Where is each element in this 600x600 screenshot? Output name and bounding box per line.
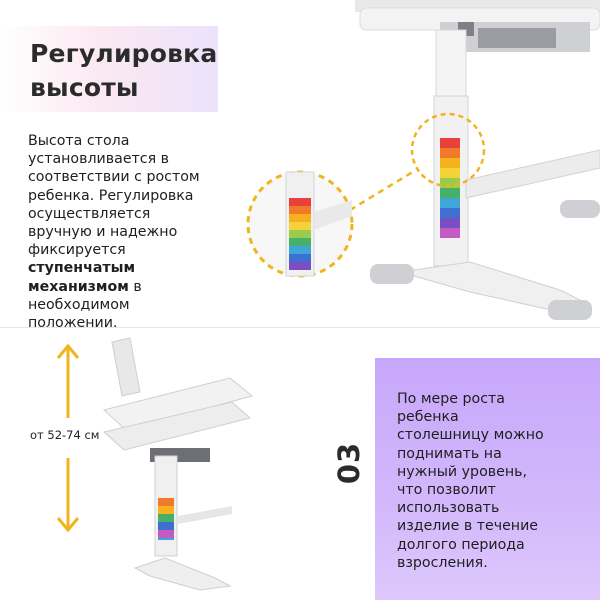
desc-line-2: установливается в bbox=[28, 151, 170, 168]
height-arrow bbox=[56, 343, 80, 533]
height-range-label: от 52-74 см bbox=[30, 428, 100, 442]
info-panel-text: По мере роста ребенка столешницу можно п… bbox=[397, 390, 577, 572]
crossbar bbox=[465, 149, 600, 199]
desk-shelf bbox=[102, 401, 252, 451]
desk-foot bbox=[133, 557, 232, 591]
info-line: По мере роста bbox=[397, 391, 505, 407]
title-line-1: Регулировка bbox=[30, 39, 218, 68]
desc-line-4: ребенка. Регулировка bbox=[28, 187, 194, 204]
info-line: взросления. bbox=[397, 554, 488, 571]
desc-line-10: необходимом bbox=[28, 296, 130, 313]
desk-leg-photo bbox=[355, 0, 600, 320]
info-line: что позволит bbox=[397, 482, 496, 499]
desc-bold-1: ступенчатым bbox=[28, 260, 136, 277]
info-line: поднимать на bbox=[397, 445, 502, 462]
zoom-crossbar bbox=[314, 200, 352, 230]
desc-line-3: соответствии с ростом bbox=[28, 169, 200, 186]
desc-line-6: вручную и надежно bbox=[28, 224, 178, 241]
foot-pad-right bbox=[548, 300, 592, 320]
highlight-circle-small bbox=[410, 112, 486, 188]
desc-bold-2: механизмом bbox=[28, 278, 129, 295]
foot-pad-left bbox=[370, 264, 414, 284]
leg-upper bbox=[435, 29, 467, 97]
desk-crossbar bbox=[178, 506, 232, 524]
book-stand bbox=[111, 337, 141, 397]
height-scale bbox=[440, 138, 460, 238]
foot-pad-back bbox=[560, 200, 600, 218]
info-panel bbox=[375, 358, 600, 600]
drawer-mechanism bbox=[478, 28, 556, 48]
desc-line-7: фиксируется bbox=[28, 242, 126, 259]
zoom-height-scale bbox=[289, 198, 311, 270]
highlight-connector bbox=[349, 168, 417, 212]
desc-line-1: Высота стола bbox=[28, 133, 130, 149]
info-line: нужный уровень, bbox=[397, 463, 527, 480]
scale-zoom bbox=[246, 170, 354, 278]
info-line: столешницу можно bbox=[397, 427, 544, 444]
info-line: использовать bbox=[397, 500, 500, 517]
title-background bbox=[0, 26, 218, 112]
info-line: долгого периода bbox=[397, 536, 525, 553]
section-divider bbox=[0, 327, 600, 328]
info-line: ребенка bbox=[397, 409, 459, 426]
title-line-2: высоты bbox=[30, 73, 139, 102]
desk-product-photo bbox=[102, 337, 254, 591]
description-text: Высота стола установливается в соответст… bbox=[28, 132, 228, 332]
desk-top bbox=[102, 377, 254, 431]
desc-line-5: осуществляется bbox=[28, 205, 151, 222]
info-line: изделие в течение bbox=[397, 518, 539, 535]
page-title: Регулировка высоты bbox=[30, 37, 217, 105]
desc-after-bold: в bbox=[128, 278, 142, 295]
